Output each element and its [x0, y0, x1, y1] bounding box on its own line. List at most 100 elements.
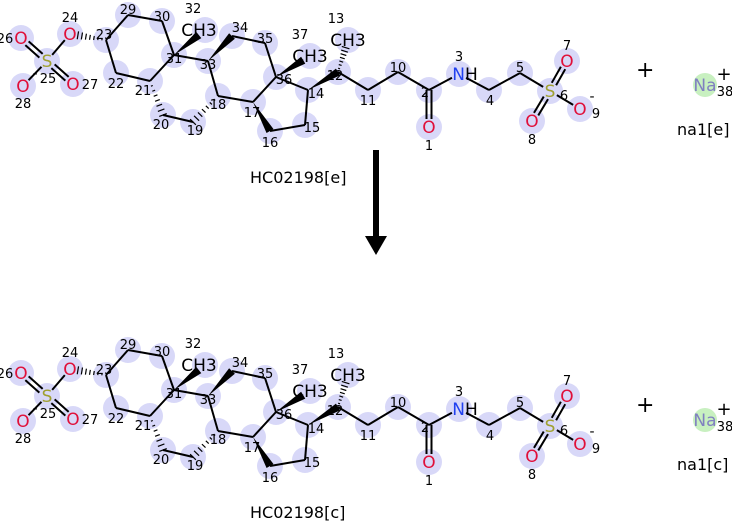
atom-number: 16: [262, 471, 279, 486]
single-bond: [264, 377, 277, 413]
nitrogen-symbol: N: [452, 65, 465, 85]
single-bond: [231, 370, 266, 379]
atom-label-o: O: [14, 364, 27, 384]
sodium-symbol: Na: [693, 76, 716, 96]
hydrogen-symbol: H: [465, 65, 478, 85]
single-bond: [217, 430, 254, 438]
hash-bond-line: [201, 108, 206, 114]
atom-number: 3: [455, 385, 463, 400]
atom-number: 26: [0, 367, 13, 382]
nitrogen-symbol: N: [452, 400, 465, 420]
atom-highlight: [567, 96, 593, 122]
atom-number: 30: [154, 10, 171, 25]
atom-number: 6: [560, 89, 568, 104]
atom-highlight: [8, 25, 34, 51]
atom-number: 37: [292, 28, 309, 43]
atom-number: 9: [592, 107, 600, 122]
hash-bond-line: [152, 89, 156, 92]
atom-number: 14: [308, 87, 325, 102]
atom-number: 19: [187, 459, 204, 474]
atom-label-s: S: [545, 82, 556, 102]
atom-number: 15: [304, 456, 321, 471]
wedge-bond: [308, 68, 341, 90]
atom-highlight: [416, 449, 442, 475]
atom-number: 16: [262, 136, 279, 151]
negative-charge: -: [589, 89, 594, 105]
atom-label-s: S: [545, 417, 556, 437]
hash-bond-line: [157, 108, 165, 112]
single-bond: [161, 20, 175, 56]
double-bond: [24, 44, 41, 59]
hydrogen-symbol: H: [465, 400, 478, 420]
reaction-arrow-head: [365, 236, 387, 255]
hash-bond-line: [153, 429, 158, 432]
double-bond: [53, 63, 70, 78]
hash-bond-line: [341, 384, 349, 388]
atom-highlight: [335, 27, 361, 53]
single-bond: [397, 71, 430, 91]
hash-bond-line: [209, 101, 213, 105]
atom-number: 5: [516, 396, 524, 411]
atom-number: 38: [717, 420, 732, 435]
hash-bond-line: [150, 419, 154, 422]
single-bond: [465, 76, 490, 91]
atom-number: 30: [154, 345, 171, 360]
atom-number: 32: [185, 2, 202, 17]
wedge-bond: [208, 33, 235, 61]
double-bond: [555, 403, 567, 421]
hash-bond-line: [93, 35, 95, 41]
atom-number: 31: [166, 387, 183, 402]
single-bond: [207, 60, 219, 97]
hash-bond-line: [84, 368, 88, 375]
atom-number: 27: [82, 78, 99, 93]
negative-charge: -: [589, 424, 594, 440]
atom-number: 15: [304, 121, 321, 136]
ion-highlight: [693, 73, 717, 97]
hash-bond-line: [152, 424, 156, 427]
hash-bond-line: [205, 105, 210, 109]
atom-number: 13: [328, 347, 345, 362]
single-bond: [264, 42, 277, 78]
atom-highlight: [335, 362, 361, 388]
single-bond: [162, 114, 194, 123]
atom-number: 25: [40, 72, 57, 87]
atom-number: 10: [390, 61, 407, 76]
negative-charge: -: [32, 401, 37, 417]
atom-label-ch3: CH3: [181, 21, 216, 41]
atom-number: 31: [166, 52, 183, 67]
single-bond: [51, 374, 66, 391]
hash-bond-line: [84, 33, 88, 40]
double-bond: [27, 375, 44, 390]
atom-number: 3: [455, 50, 463, 65]
atom-number: 18: [210, 98, 227, 113]
product-ion-name: na1[c]: [677, 455, 729, 474]
hash-bond-line: [93, 370, 95, 376]
hash-bond-line: [339, 395, 344, 398]
atom-label-nh: NH: [452, 400, 478, 420]
single-bond: [105, 14, 129, 41]
atom-number: 32: [185, 337, 202, 352]
atom-label-ch3: CH3: [181, 356, 216, 376]
atom-number: 26: [0, 32, 13, 47]
wedge-bond: [276, 391, 306, 412]
atom-number: 10: [390, 396, 407, 411]
atom-label-o: O: [422, 453, 435, 473]
atom-label-o: O: [525, 447, 538, 467]
single-bond: [115, 72, 151, 82]
atom-number: 17: [244, 441, 261, 456]
hash-bond-line: [76, 366, 80, 375]
single-bond: [217, 95, 254, 103]
atom-number: 2: [421, 421, 429, 436]
single-bond: [51, 39, 66, 56]
plus-sign-reactants: +: [636, 58, 655, 83]
single-bond: [428, 76, 453, 91]
atom-number: 20: [153, 118, 170, 133]
single-bond: [304, 424, 309, 461]
atom-label-o: O: [422, 118, 435, 138]
single-bond: [252, 411, 277, 438]
hash-bond-line: [341, 45, 350, 50]
single-bond: [105, 374, 117, 409]
wedge-bond: [174, 31, 202, 55]
